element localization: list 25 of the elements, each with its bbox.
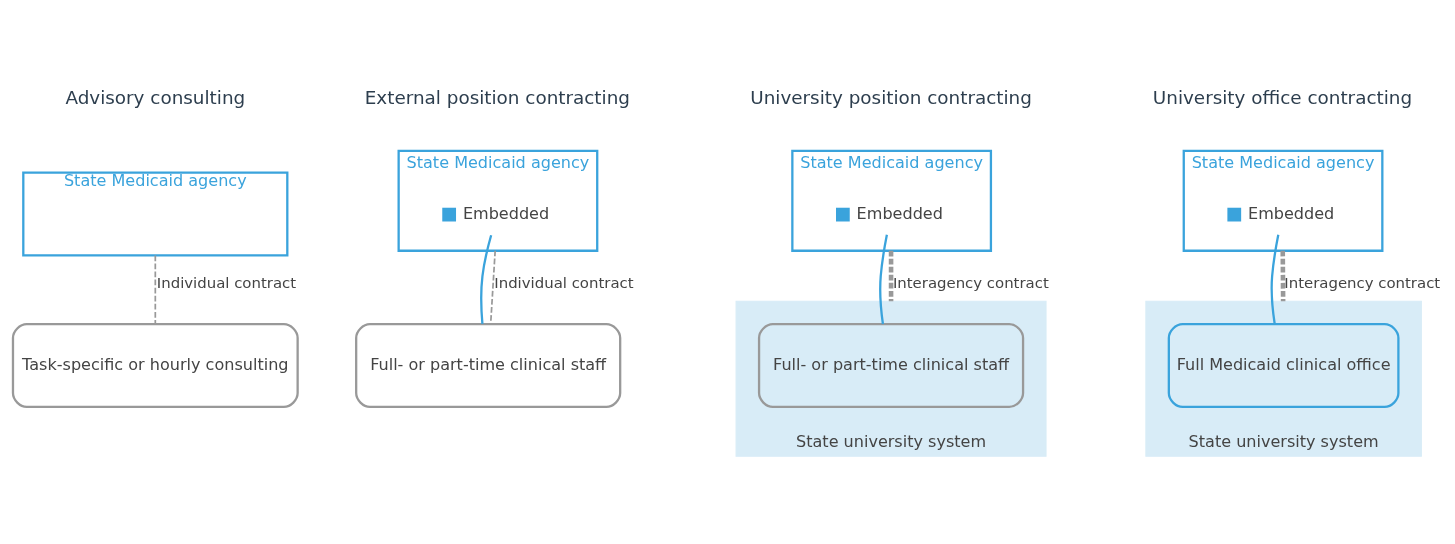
edge-label: Individual contract	[494, 273, 634, 292]
edge-label: Interagency contract	[1284, 273, 1441, 292]
label: University position contracting	[750, 86, 1032, 108]
node-box	[835, 207, 850, 222]
node-box: Full- or part-time clinical staff	[355, 323, 622, 408]
node-label: Embedded	[1248, 203, 1335, 223]
node-box: Full Medicaid clinical office	[1167, 323, 1400, 408]
connector	[879, 234, 888, 325]
label: Advisory consulting	[65, 86, 246, 108]
label: University office contracting	[1152, 86, 1413, 108]
connector	[888, 250, 894, 302]
node-box	[442, 207, 457, 222]
node-box: Full- or part-time clinical staff	[757, 323, 1025, 408]
connector	[1270, 234, 1280, 325]
node-box	[1227, 207, 1242, 222]
connector	[1280, 250, 1286, 302]
connector	[154, 254, 157, 325]
node-box: State Medicaid agency	[22, 171, 289, 257]
connector	[480, 234, 493, 324]
edge-label: Individual contract	[156, 273, 297, 292]
label: External position contracting	[364, 86, 630, 108]
node-label: Embedded	[462, 203, 550, 223]
edge-label: Interagency contract	[892, 273, 1049, 292]
node-label: Embedded	[856, 203, 943, 223]
node-box: Task-specific or hourly consulting	[11, 323, 299, 408]
